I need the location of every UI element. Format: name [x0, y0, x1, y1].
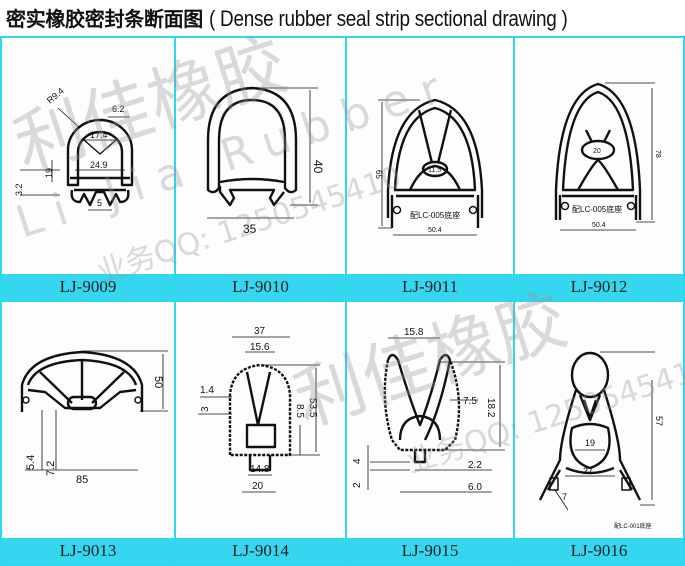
dim-label: 15.6 — [250, 342, 270, 353]
model-label: LJ-9012 — [515, 274, 683, 300]
dim-label: 65 — [374, 170, 383, 179]
model-label: LJ-9009 — [2, 274, 174, 300]
profile-card-lj-9011: LJ-9011 — [345, 36, 515, 302]
profile-drawing-lj-9012: 20 78 配LC-005底座 50.4 — [554, 82, 661, 231]
dim-label: 78 — [654, 150, 661, 158]
dim-label: 40 — [311, 160, 325, 174]
dim-label: 1.4 — [200, 385, 214, 396]
model-label: LJ-9010 — [176, 274, 345, 300]
dim-label: 35 — [243, 222, 257, 236]
dim-label: R9.4 — [45, 86, 66, 106]
base-note: 配LC-005底座 — [410, 210, 460, 220]
dim-label: 17.4 — [90, 130, 108, 140]
dim-label: 18.2 — [485, 398, 496, 418]
profile-drawing-lj-9009: R9.4 6.2 17.4 24.9 19 3.2 5 — [14, 86, 134, 211]
dim-label: 5.4 — [25, 455, 37, 470]
profile-drawing-lj-9010: 40 35 — [206, 86, 325, 236]
model-label: LJ-9011 — [347, 274, 513, 300]
dim-label: 14.8 — [250, 464, 270, 475]
dim-label: 4 — [352, 458, 363, 464]
profile-drawing-lj-9011: 65 11.5 配LC-005底座 50.4 — [374, 98, 484, 236]
dim-label: 5 — [97, 198, 102, 208]
title-chinese: 密实橡胶密封条断面图 — [6, 7, 203, 31]
dim-label: 3 — [200, 406, 211, 412]
dim-label: 15.8 — [404, 327, 424, 338]
base-note: 配LC-005底座 — [572, 204, 622, 214]
profile-card-lj-9009: LJ-9009 — [0, 36, 176, 302]
dim-label: 6.2 — [112, 104, 125, 114]
dim-label: 50.4 — [592, 222, 606, 229]
profile-card-lj-9015: LJ-9015 — [345, 300, 515, 566]
dim-label: 27 — [583, 466, 593, 476]
dim-label: 7.2 — [45, 461, 57, 476]
profile-drawing-lj-9014: 37 15.6 1.4 3 8.5 53.5 14.8 20 — [198, 326, 320, 493]
profile-card-lj-9012: LJ-9012 — [513, 36, 685, 302]
dim-label: 11.5 — [428, 167, 441, 174]
dim-label: 19 — [585, 438, 595, 448]
dim-label: 53.5 — [307, 398, 318, 418]
dim-label: 7 — [562, 492, 567, 502]
model-label: LJ-9013 — [2, 538, 174, 564]
profile-card-lj-9010: LJ-9010 — [174, 36, 347, 302]
profile-card-lj-9013: LJ-9013 — [0, 300, 176, 566]
dim-label: 85 — [76, 474, 88, 486]
profile-drawing-lj-9015: 15.8 7.5 18.2 4 2 2.2 6.0 — [352, 327, 505, 493]
dim-label: 20 — [252, 481, 264, 492]
dim-label: 57 — [654, 416, 664, 426]
dim-label: 6.0 — [468, 482, 482, 493]
dim-label: 37 — [254, 326, 266, 337]
dim-label: 24.9 — [90, 160, 108, 170]
model-label: LJ-9015 — [347, 538, 513, 564]
dim-label: 8.5 — [294, 404, 305, 418]
profile-card-lj-9016: LJ-9016 — [513, 300, 685, 566]
dim-label: 19 — [44, 168, 54, 178]
profile-drawing-lj-9013: 50 5.4 7.2 85 — [20, 350, 168, 486]
dim-label: 50.4 — [428, 227, 442, 234]
title-english: ( Dense rubber seal strip sectional draw… — [208, 6, 568, 31]
dim-label: 3.2 — [14, 183, 24, 196]
dim-label: 7.5 — [463, 396, 477, 407]
dim-label: 2.2 — [468, 460, 482, 471]
profile-drawing-lj-9016: 57 19 27 7 配LC-001底座 — [538, 351, 664, 530]
dim-label: 20 — [593, 148, 601, 155]
profile-card-lj-9014: LJ-9014 — [174, 300, 347, 566]
model-label: LJ-9014 — [176, 538, 345, 564]
dim-label: 50 — [152, 376, 164, 388]
page-title: 密实橡胶密封条断面图 ( Dense rubber seal strip sec… — [6, 3, 625, 35]
base-note: 配LC-001底座 — [614, 522, 652, 530]
model-label: LJ-9016 — [515, 538, 683, 564]
dim-label: 2 — [352, 482, 363, 488]
